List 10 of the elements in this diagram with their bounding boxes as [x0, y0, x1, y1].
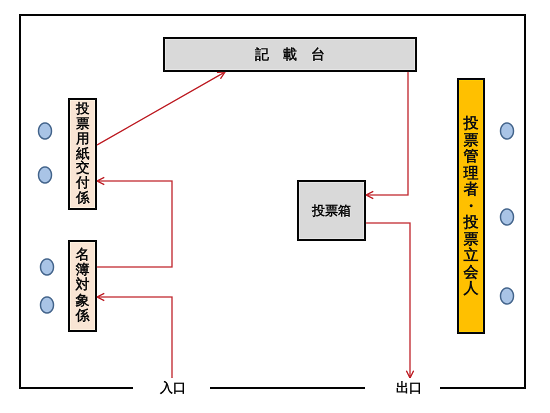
ballot-box: 投票箱: [297, 180, 366, 241]
register-check-desk: 名簿対象係: [68, 240, 97, 332]
writing-desk: 記 載 台: [163, 37, 417, 72]
officials-desk: 投票管理者・投票立会人: [457, 78, 485, 334]
arrow: [365, 72, 409, 200]
arrow: [96, 292, 173, 378]
arrow: [366, 222, 414, 379]
ballot-issue-desk: 投票用紙交付係: [68, 98, 97, 210]
arrow: [96, 71, 226, 146]
arrow: [96, 176, 173, 268]
